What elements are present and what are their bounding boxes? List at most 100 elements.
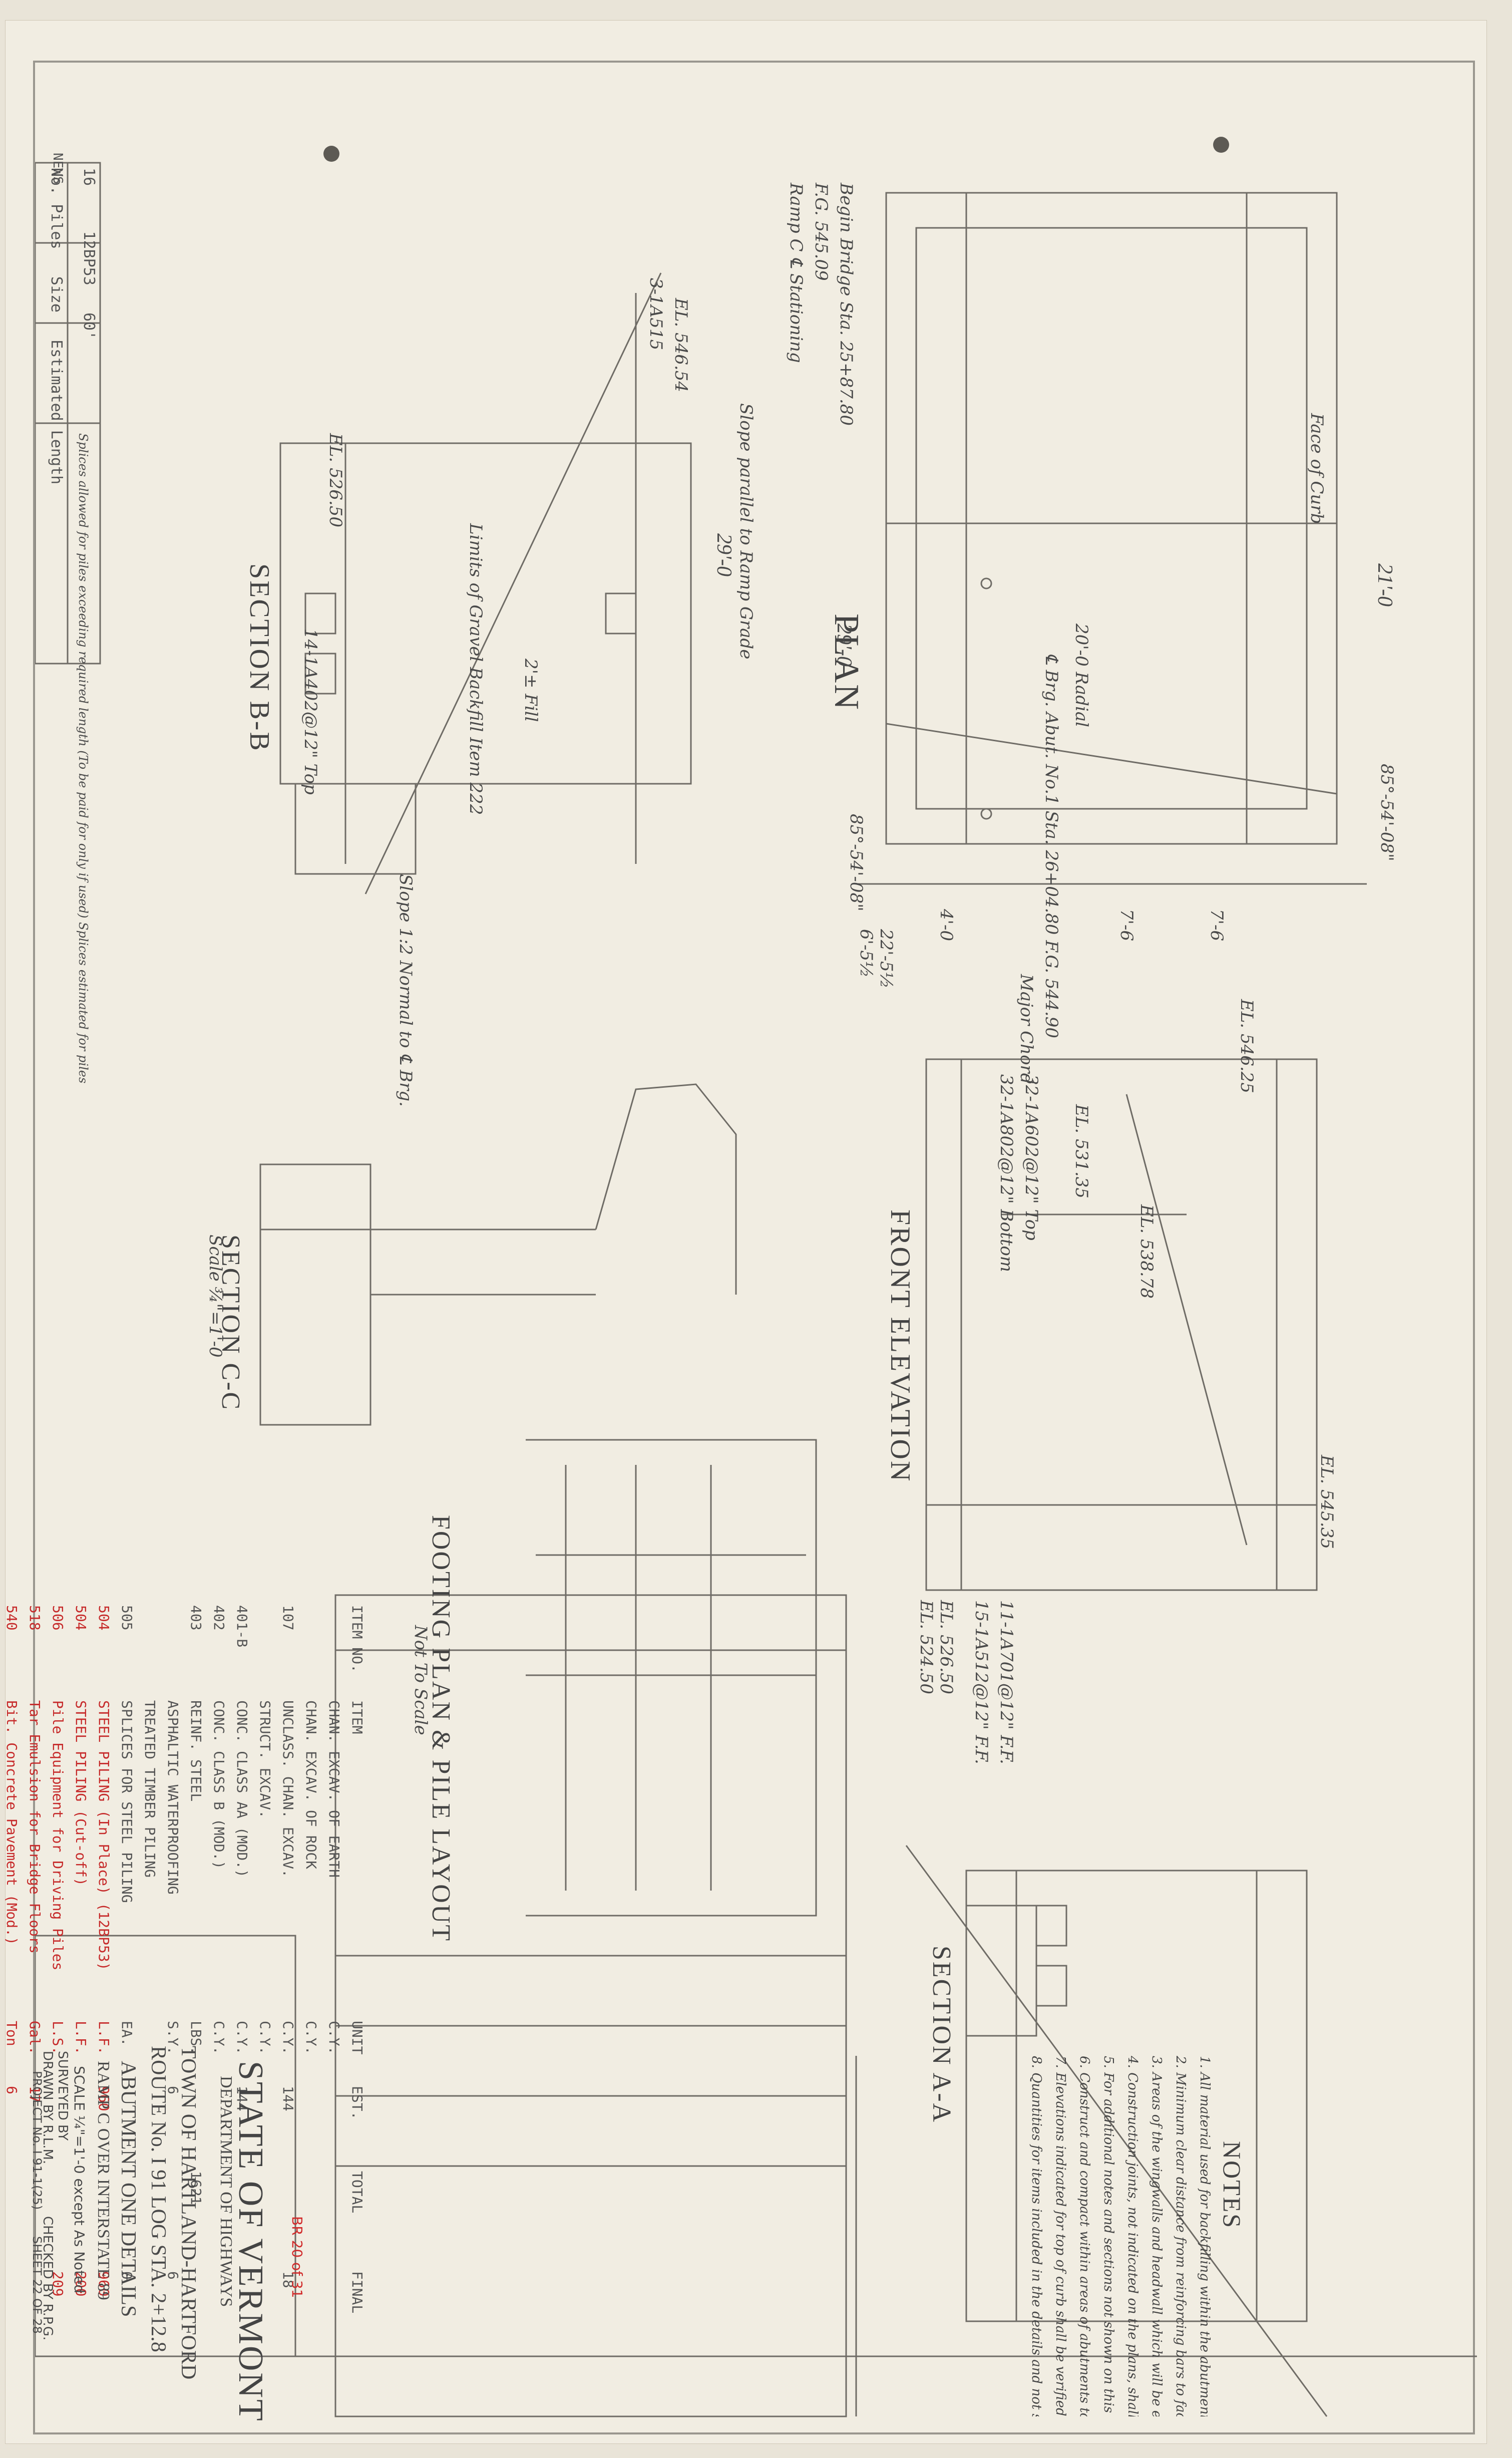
notes-title: NOTES (1218, 2141, 1246, 2230)
quantity-cell: STEEL PILING (Cut-off) (73, 1700, 89, 1886)
quantity-cell: ASPHALTIC WATERPROOFING (165, 1700, 181, 1895)
title-scale: SCALE ¼"=1'-0 except As Noted (71, 2066, 88, 2294)
bb-gravel: Limits of Gravel Backfill Item 222 (466, 523, 486, 815)
bb-slope: Slope parallel to Ramp Grade (736, 403, 756, 660)
qty-header-item: ITEM (349, 1700, 365, 1734)
title-subtitle: RAMP C OVER INTERSTATE 89 (94, 2061, 113, 2300)
plan-radial: 20'-0 Radial (1071, 624, 1091, 727)
title-sheet-alt: BR 20 of 31 (289, 2216, 305, 2298)
title-town: TOWN OF HARTLAND-HARTFORD (177, 2046, 200, 2380)
note-item: 1. All material used for backfilling wit… (1197, 2056, 1212, 2416)
quantity-cell: 401-B (234, 1605, 250, 1648)
bb-slope-2: Slope 1:2 Normal to ℄ Brg. (396, 874, 416, 1107)
plan-angle-2: 85°-54'-08" (1377, 764, 1397, 861)
elev-el-4: EL. 531.35 (1071, 1104, 1091, 1198)
piling-block-header: No. Piles Size Estimated Length (48, 168, 65, 484)
qty-header-unit: UNIT (349, 2021, 365, 2055)
quantity-cell: 506 (50, 1605, 66, 1631)
quantity-cell: 505 (119, 1605, 135, 1631)
piling-header-size: Size (48, 276, 65, 313)
quantity-row: CHAN. EXCAV. OF EARTH C.Y. (322, 1605, 345, 2351)
plan-width-top: 21'-0 (1373, 563, 1396, 606)
quantity-cell: STRUCT. EXCAV. (257, 1700, 273, 1819)
quantity-cell: C.Y. (326, 2021, 342, 2055)
quantity-cell: 518 (27, 1605, 43, 1631)
elevation-outline (925, 1058, 1318, 1591)
plan-dim-bottom: 22'-5½ (876, 929, 896, 989)
quantity-cell: CHAN. EXCAV. OF EARTH (326, 1700, 342, 1878)
footing-outline (526, 1439, 817, 1917)
quantity-cell: CONC. CLASS B (MOD.) (211, 1700, 227, 1870)
piling-note-a: Splices allowed for piles exceeding requ… (76, 433, 90, 747)
elev-bars-1: 11-1A701@12" F.F. (996, 1600, 1016, 1764)
elev-bars-4: 32-1A802@12" Bottom (996, 1074, 1016, 1273)
punch-hole (1213, 137, 1229, 153)
plan-face-curb: Face of Curb (1307, 413, 1327, 524)
quantity-table: ITEM NO.ITEMUNITEST.TOTALFINAL (349, 1605, 365, 2351)
qty-header-final: FINAL (349, 2271, 365, 2314)
title-sheet: SHEET 22 OF 28 (30, 2236, 44, 2334)
quantity-cell: C.Y. (303, 2021, 319, 2055)
linework (35, 162, 1477, 2417)
title-route: ROUTE No. I 91 LOG STA. 2+12.8 (147, 2046, 170, 2352)
bb-bars-bot: 14-1A402@12" Top (300, 629, 320, 795)
quantity-cell: STEEL PILING (In Place) (12BP53) (96, 1700, 112, 1971)
bb-el-top: EL. 546.54 (671, 298, 691, 392)
plan-dim-left: 6'-5½ (856, 929, 876, 978)
piling-block-row: 16 12BP53 60' (80, 168, 98, 340)
piling-length: 60' (80, 313, 98, 340)
quantity-cell: REINF. STEEL (188, 1700, 204, 1802)
bb-dim: 29'-0 (712, 533, 735, 576)
plan-dim-c: 7'-6 (1207, 909, 1227, 942)
quantity-cell: 107 (280, 1605, 296, 1631)
quantity-cell: Tar Emulsion for Bridge Floors (27, 1700, 43, 1954)
punch-hole (323, 146, 339, 162)
plan-width: 29'-0 (833, 624, 856, 667)
bb-bars-top: 3-1A515 (646, 278, 666, 351)
note-item: 2. Minimum clear distance from reinforci… (1169, 2056, 1193, 2416)
elev-el-1: EL. 546.25 (1237, 999, 1257, 1093)
quantity-cell: 504 (96, 1605, 112, 1631)
notes-list: 1. All material used for backfilling wit… (1024, 2056, 1217, 2416)
elev-el-2: EL. 545.35 (1317, 1455, 1337, 1549)
quantity-cell: Pile Equipment for Driving Piles (50, 1700, 66, 1971)
quantity-cell: CHAN. EXCAV. OF ROCK (303, 1700, 319, 1870)
elev-el-6: EL. 526.50 (936, 1600, 956, 1694)
piling-count: 16 (80, 168, 98, 186)
title-block-box (35, 1935, 296, 2357)
qty-header-total: TOTAL (349, 2171, 365, 2214)
quantity-table-grid (334, 1594, 847, 2417)
piling-note-c: Splices estimated for piles (76, 922, 90, 1084)
quantity-cell: 403 (188, 1605, 204, 1631)
note-item: 3. Areas of the wingwalls and headwall w… (1145, 2056, 1169, 2416)
plan-dim-a: 4'-0 (936, 909, 956, 942)
quantity-row: 540Bit. Concrete Pavement (Mod.)Ton6 (0, 1605, 23, 2351)
piling-header-length: Estimated Length (48, 340, 65, 485)
note-item: 8. Quantities for items included in the … (1029, 2056, 1044, 2416)
note-item: 5. For additional notes and sections not… (1101, 2056, 1116, 2416)
piling-size: 12BP53 (80, 231, 98, 285)
plan-dim-b: 7'-6 (1116, 909, 1137, 942)
quantity-cell: CONC. CLASS AA (MOD.) (234, 1700, 250, 1878)
plan-begin-bridge: Begin Bridge Sta. 25+87.80 (836, 183, 856, 426)
plan-major-chord: Major Chord (1016, 974, 1036, 1084)
drawing-sheet: NEWS No. Piles Size Estimated Length 16 … (4, 20, 1487, 2444)
plan-angle-1: 85°-54'-08" (846, 814, 866, 911)
quantity-cell: Ton (4, 2021, 20, 2046)
drawing-border: NEWS No. Piles Size Estimated Length 16 … (4, 61, 1477, 2434)
title-name: ABUTMENT ONE DETAILS (117, 2061, 140, 2317)
elev-bars-2: 15-1A512@12" F.F. (971, 1600, 991, 1764)
quantity-cell: 6 (4, 2086, 20, 2094)
elev-el-3: EL. 538.78 (1137, 1204, 1157, 1299)
plan-fg: F.G. 545.09 (811, 183, 831, 281)
section-aa-title: SECTION A-A (927, 1946, 956, 2124)
bb-fill: 2'± Fill (521, 659, 541, 722)
note-item: 7. Elevations indicated for top of curb … (1053, 2056, 1068, 2416)
plan-brg: ℄ Brg. Abut. No.1 Sta. 26+04.80 F.G. 544… (1041, 654, 1061, 1038)
front-elevation-title: FRONT ELEVATION (885, 1209, 916, 1483)
quantity-cell: C.Y. (280, 2021, 296, 2055)
quantity-cell: 144 (280, 2086, 296, 2111)
note-item: 6. Construct and compact within areas of… (1072, 2056, 1096, 2416)
title-dept: DEPARTMENT OF HIGHWAYS (217, 2076, 235, 2307)
footing-plan-scale: Not To Scale (411, 1625, 431, 1735)
